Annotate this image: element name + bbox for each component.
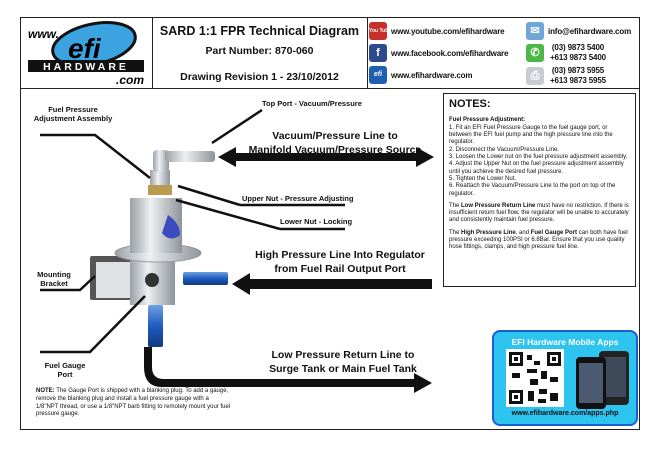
youtube-icon: You Tube: [369, 22, 391, 40]
svg-text:efi: efi: [68, 33, 102, 64]
mobile-apps-panel[interactable]: EFI Hardware Mobile Apps www.efihardware…: [492, 330, 638, 426]
svg-text:www.: www.: [28, 27, 59, 41]
label-lower-nut: Lower Nut - Locking: [280, 217, 353, 226]
notes-panel: NOTES: Fuel Pressure Adjustment: 1. Fit …: [443, 93, 636, 287]
note-step: 1. Fit an EFI Fuel Pressure Gauge to the…: [449, 124, 613, 146]
note-low-pressure: The Low Pressure Return Line must have n…: [449, 202, 629, 224]
note-step: 2. Disconnect the Vacuum/Pressure Line.: [449, 146, 559, 153]
label-upper-nut: Upper Nut - Pressure Adjusting: [242, 194, 354, 203]
note-step: 5. Tighten the Lower Nut.: [449, 175, 517, 182]
arrows: [144, 147, 434, 393]
phone-icon: ✆: [526, 44, 544, 62]
title-block: SARD 1:1 FPR Technical Diagram Part Numb…: [152, 17, 367, 89]
fax: ⎙(03) 9873 5955+613 9873 5955: [526, 66, 606, 86]
part-number: Part Number: 870-060: [205, 45, 314, 57]
regulator-image: [90, 150, 228, 347]
qr-code-and-phones: [506, 349, 629, 409]
vacuum-line-arrow: [218, 147, 434, 167]
drawing-revision: Drawing Revision 1 - 23/10/2012: [180, 71, 339, 83]
note-step: 6. Reattach the Vacuum/Pressure Line to …: [449, 183, 616, 197]
email-link[interactable]: ✉info@efihardware.com: [526, 22, 631, 40]
label-adjustment-assembly: Fuel Pressure Adjustment Assembly: [33, 105, 113, 124]
svg-text:HARDWARE: HARDWARE: [43, 61, 129, 73]
svg-text:.com: .com: [116, 73, 144, 86]
diagram-title: SARD 1:1 FPR Technical Diagram: [159, 24, 360, 38]
note-step: 3. Loosen the Lower nut on the fuel pres…: [449, 153, 628, 160]
fax-icon: ⎙: [526, 67, 544, 85]
apps-url[interactable]: www.efihardware.com/apps.php: [511, 410, 619, 417]
note-high-pressure: The High Pressure Line, and Fuel Gauge P…: [449, 229, 628, 251]
facebook-icon: f: [369, 44, 387, 62]
note-step: 4. Adjust the Upper Nut on the fuel pres…: [449, 161, 624, 175]
high-pressure-arrow: [232, 273, 432, 295]
gauge-port-note: NOTE: The Gauge Port is shipped with a b…: [36, 388, 231, 418]
phone: ✆(03) 9873 5400+613 9873 5400: [526, 43, 606, 63]
label-top-port: Top Port - Vacuum/Pressure: [262, 99, 362, 108]
email-icon: ✉: [526, 22, 544, 40]
low-pressure-return-arrow: [144, 347, 432, 393]
efi-hardware-logo: www. efi HARDWARE .com: [24, 20, 149, 87]
efi-icon: efi: [369, 66, 387, 84]
header: [20, 17, 640, 89]
